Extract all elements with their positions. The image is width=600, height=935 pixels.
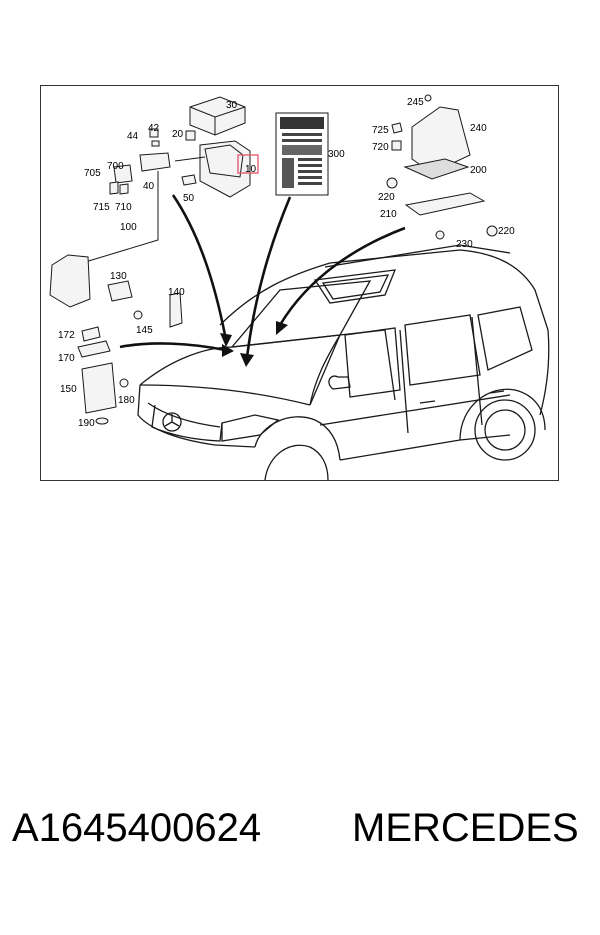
callout-245: 245 bbox=[407, 97, 424, 108]
highlight-part-10 bbox=[237, 154, 259, 174]
part-42-relay bbox=[149, 128, 159, 138]
part-720 bbox=[391, 140, 402, 151]
callout-240: 240 bbox=[470, 123, 487, 134]
part-40-block bbox=[139, 152, 171, 172]
part-20-relay bbox=[185, 130, 196, 141]
part-150-unit bbox=[81, 362, 117, 414]
callout-170: 170 bbox=[58, 353, 75, 364]
callout-10: 10 bbox=[245, 164, 257, 175]
part-145-bolt bbox=[133, 310, 143, 320]
callout-100: 100 bbox=[120, 222, 137, 233]
callout-50: 50 bbox=[183, 193, 195, 204]
part-130 bbox=[107, 280, 133, 302]
callout-710: 710 bbox=[115, 202, 132, 213]
part-240-cover bbox=[411, 106, 471, 174]
callout-700: 700 bbox=[107, 161, 124, 172]
callout-230: 230 bbox=[456, 239, 473, 250]
part-220-upper bbox=[386, 177, 398, 189]
part-170 bbox=[77, 340, 111, 358]
arrow-console-to-roof bbox=[278, 226, 406, 326]
part-50-clip bbox=[181, 174, 197, 186]
part-172 bbox=[81, 326, 101, 342]
callout-140: 140 bbox=[168, 287, 185, 298]
arrow-heads bbox=[220, 321, 288, 367]
callout-720: 720 bbox=[372, 142, 389, 153]
callout-20: 20 bbox=[172, 129, 184, 140]
callout-30: 30 bbox=[226, 100, 238, 111]
callout-220-lower: 220 bbox=[498, 226, 515, 237]
arrow-label-to-engine bbox=[245, 196, 292, 358]
part-725 bbox=[391, 122, 403, 134]
part-245 bbox=[424, 94, 432, 102]
callout-arrows bbox=[119, 194, 406, 358]
callout-180: 180 bbox=[118, 395, 135, 406]
callout-725: 725 bbox=[372, 125, 389, 136]
vehicle-illustration bbox=[137, 244, 550, 481]
callout-210: 210 bbox=[380, 209, 397, 220]
diagram-svg: 30 44 42 20 700 705 40 715 710 10 50 100… bbox=[40, 85, 559, 481]
parts-diagram: 30 44 42 20 700 705 40 715 710 10 50 100… bbox=[40, 85, 559, 481]
callout-220-upper: 220 bbox=[378, 192, 395, 203]
left-parts-group bbox=[49, 254, 183, 425]
part-210-bracket bbox=[404, 192, 486, 216]
part-180 bbox=[119, 378, 129, 388]
footer-caption: A1645400624 MERCEDES bbox=[0, 800, 600, 870]
arrow-fusebox-to-engine bbox=[171, 194, 227, 336]
part-100-module bbox=[49, 254, 91, 308]
part-300-label bbox=[275, 112, 329, 196]
callout-42: 42 bbox=[148, 123, 160, 134]
brand-name: MERCEDES bbox=[352, 806, 579, 850]
part-700 bbox=[113, 164, 133, 184]
callout-172: 172 bbox=[58, 330, 75, 341]
callout-300: 300 bbox=[328, 149, 345, 160]
callout-715: 715 bbox=[93, 202, 110, 213]
part-230-bolt bbox=[435, 230, 445, 240]
callout-705: 705 bbox=[84, 168, 101, 179]
fuse-box-group bbox=[81, 96, 259, 264]
part-140-bracket bbox=[169, 292, 183, 328]
callout-40: 40 bbox=[143, 181, 155, 192]
arrow-module-to-front bbox=[119, 342, 226, 352]
callout-145: 145 bbox=[136, 325, 153, 336]
callout-190: 190 bbox=[78, 418, 95, 429]
part-190 bbox=[95, 417, 109, 425]
part-200-console bbox=[403, 158, 470, 180]
callout-200: 200 bbox=[470, 165, 487, 176]
roof-console-group bbox=[386, 94, 498, 240]
callout-130: 130 bbox=[110, 271, 127, 282]
callout-150: 150 bbox=[60, 384, 77, 395]
callout-labels: 30 44 42 20 700 705 40 715 710 10 50 100… bbox=[58, 97, 515, 429]
part-number: A1645400624 bbox=[12, 806, 262, 850]
part-220-lower bbox=[486, 225, 498, 237]
callout-44: 44 bbox=[127, 131, 139, 142]
part-44 bbox=[151, 140, 160, 147]
